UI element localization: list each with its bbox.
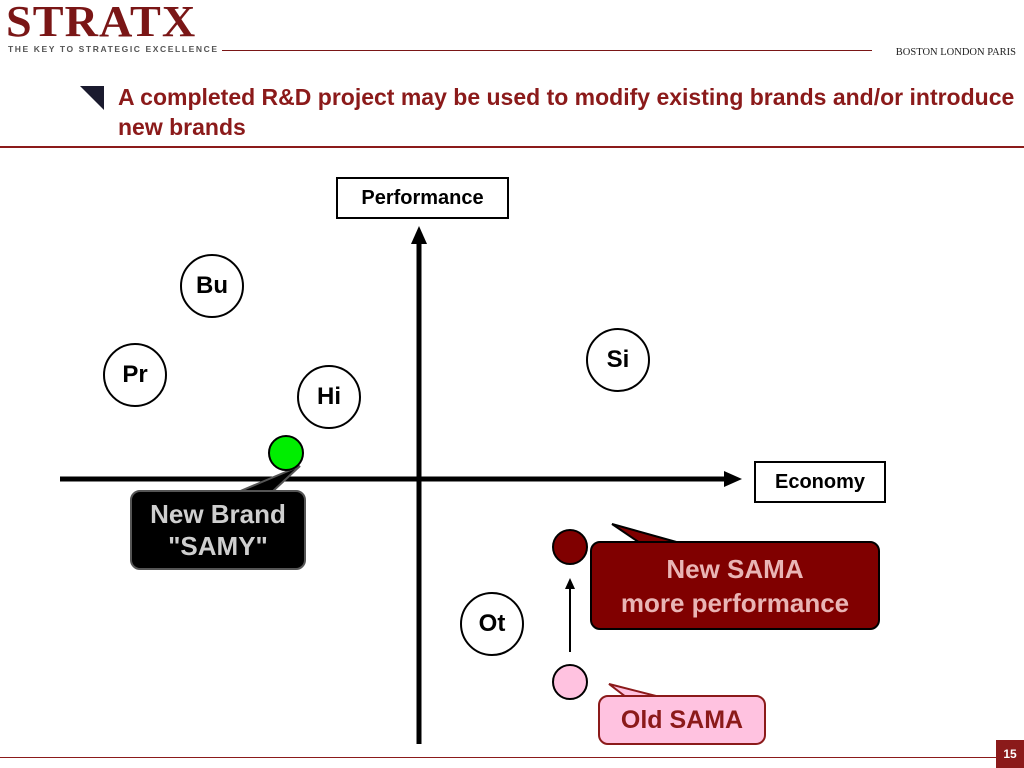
new-brand-samy-callout: New Brand "SAMY" [130,490,306,570]
y-axis-label: Performance [336,177,509,219]
footer-divider [0,757,996,758]
page-number: 15 [996,740,1024,768]
new-sama-marker [552,529,588,565]
x-axis-arrowhead [724,471,742,487]
brand-ot: Ot [460,592,524,656]
office-locations: BOSTON LONDON PARIS [895,47,1016,58]
slide-title: A completed R&D project may be used to m… [118,84,1015,140]
x-axis-label: Economy [754,461,886,503]
brand-hi: Hi [297,365,361,429]
stratx-logo: STRATX THE KEY TO STRATEGIC EXCELLENCE [6,0,219,54]
new-sama-callout-line2: more performance [620,588,850,618]
title-divider [0,146,1024,148]
old-sama-callout: Old SAMA [598,695,766,745]
samy-callout-line2: "SAMY" [168,531,268,561]
header-divider [222,50,872,51]
brand-si: Si [586,328,650,392]
logo-tagline: THE KEY TO STRATEGIC EXCELLENCE [8,44,219,54]
samy-callout-line1: New Brand [150,499,286,529]
new-sama-callout: New SAMA more performance [590,541,880,630]
brand-pr: Pr [103,343,167,407]
brand-bu: Bu [180,254,244,318]
logo-wordmark: STRATX [6,0,197,46]
y-axis-arrowhead [411,226,427,244]
new-sama-callout-line1: New SAMA [666,554,804,584]
new-brand-samy-marker [268,435,304,471]
sama-move-arrowhead [565,578,575,589]
title-bullet-icon [80,86,104,110]
old-sama-marker [552,664,588,700]
